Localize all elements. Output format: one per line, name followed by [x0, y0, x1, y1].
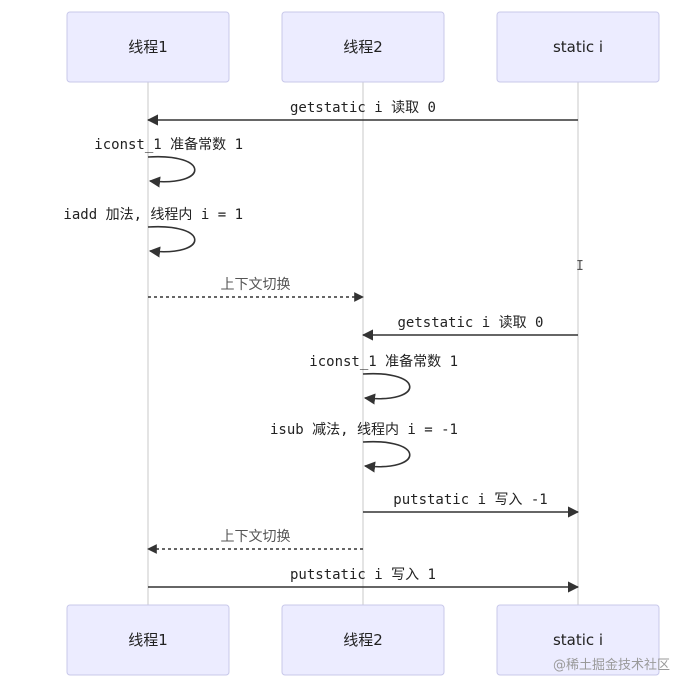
- message-1: getstatic i 读取 0: [146, 99, 578, 126]
- actor-box: [496, 604, 660, 676]
- actor-si-top: static i: [496, 11, 660, 83]
- actor-label: 线程1: [128, 631, 168, 649]
- message-label: iconst_1 准备常数 1: [309, 353, 458, 370]
- actor-label: static i: [553, 631, 603, 649]
- message-10: putstatic i 写入 1: [148, 567, 580, 593]
- actor-label: static i: [553, 38, 603, 56]
- message-label: putstatic i 写入 -1: [393, 492, 547, 508]
- message-label: 上下文切换: [221, 276, 291, 293]
- self-loop-arrow: [362, 440, 411, 473]
- message-6: iconst_1 准备常数 1: [309, 353, 458, 405]
- actor-box: [66, 11, 230, 83]
- message-label: putstatic i 写入 1: [290, 567, 436, 583]
- message-4: 上下文切换: [148, 276, 364, 302]
- message-3: iadd 加法, 线程内 i = 1: [63, 207, 243, 258]
- actor-si-bottom: static i: [496, 604, 660, 676]
- message-label: getstatic i 读取 0: [397, 314, 543, 331]
- message-9: 上下文切换: [147, 528, 363, 554]
- actor-box: [281, 11, 445, 83]
- actor-t1-top: 线程1: [66, 11, 230, 83]
- message-8: putstatic i 写入 -1: [363, 492, 580, 518]
- actor-box: [281, 604, 445, 676]
- self-loop-arrow: [147, 155, 196, 188]
- actor-t2-bottom: 线程2: [281, 604, 445, 676]
- message-label: iadd 加法, 线程内 i = 1: [63, 207, 243, 223]
- message-5: getstatic i 读取 0: [361, 314, 578, 341]
- actor-box: [496, 11, 660, 83]
- message-7: isub 减法, 线程内 i = -1: [270, 422, 458, 473]
- message-label: iconst_1 准备常数 1: [94, 136, 243, 153]
- message-2: iconst_1 准备常数 1: [94, 136, 243, 188]
- message-label: isub 减法, 线程内 i = -1: [270, 422, 458, 438]
- actor-box: [66, 604, 230, 676]
- actor-label: 线程1: [128, 38, 168, 56]
- watermark: @稀土掘金技术社区: [552, 658, 670, 673]
- message-label: 上下文切换: [221, 528, 291, 545]
- message-label: getstatic i 读取 0: [290, 99, 436, 116]
- actor-label: 线程2: [343, 38, 383, 56]
- actor-t1-bottom: 线程1: [66, 604, 230, 676]
- text-cursor-icon: I: [576, 259, 584, 274]
- self-loop-arrow: [362, 372, 411, 405]
- actor-t2-top: 线程2: [281, 11, 445, 83]
- self-loop-arrow: [147, 225, 196, 258]
- actor-label: 线程2: [343, 631, 383, 649]
